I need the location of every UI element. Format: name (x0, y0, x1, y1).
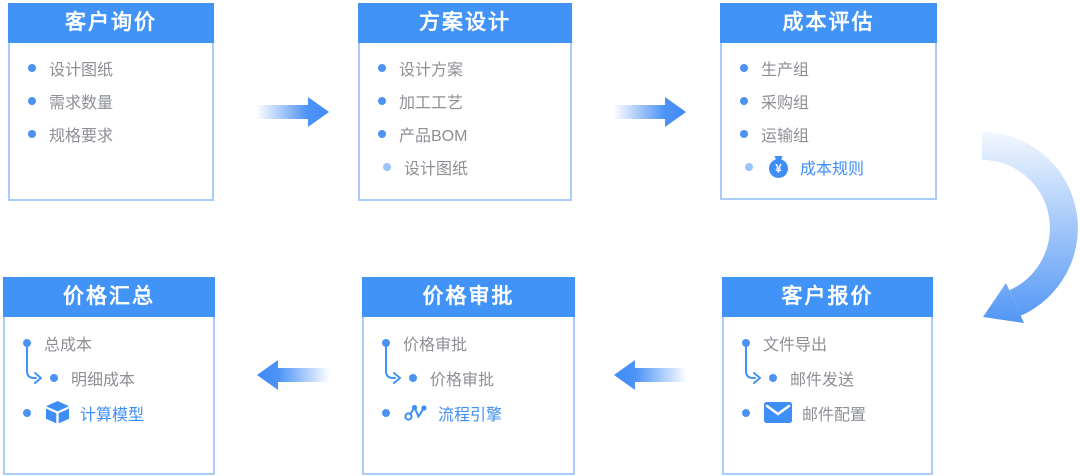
item-label: 采购组 (761, 94, 810, 112)
list-item: 文件导出 (724, 325, 931, 384)
list-item: 产品BOM (360, 117, 570, 150)
list-item: 规格要求 (10, 117, 212, 150)
bullet-icon (28, 63, 36, 72)
list-item: 设计方案 (360, 51, 570, 84)
list-item: 采购组 (722, 84, 935, 117)
bullet-icon (378, 63, 386, 72)
item-label: 流程引擎 (438, 406, 503, 424)
box-title: 客户询价 (8, 3, 214, 43)
box-title: 价格审批 (362, 277, 575, 317)
item-label: 运输组 (761, 127, 810, 145)
flow-box-cost-evaluation: 成本评估 生产组采购组运输组 ¥ 成本规则 (720, 3, 937, 200)
bullet-icon (740, 96, 748, 105)
item-label: 产品BOM (399, 127, 468, 145)
arrow-right-icon (613, 97, 686, 127)
list-item: ¥ 成本规则 (722, 150, 935, 183)
flow-box-solution-design: 方案设计 设计方案加工工艺产品BOM 设计图纸 (358, 3, 572, 201)
bullet-icon (740, 63, 748, 72)
list-item: 运输组 (722, 117, 935, 150)
bullet-icon (383, 162, 391, 171)
flow-box-price-approval: 价格审批 价格审批价格审批流程引擎 (362, 277, 575, 475)
item-label: 生产组 (761, 61, 810, 79)
bullet-icon (378, 96, 386, 105)
item-label: 邮件发送 (790, 371, 855, 389)
bullet-icon (50, 373, 58, 382)
list-item: 价格审批 (364, 325, 573, 384)
workflow-icon (404, 403, 428, 422)
bullet-icon (23, 408, 31, 417)
bullet-icon (28, 129, 36, 138)
item-label: 邮件配置 (802, 406, 867, 424)
bullet-icon (382, 338, 390, 347)
box-title: 价格汇总 (3, 277, 215, 317)
item-label: 总成本 (44, 336, 93, 354)
cube-icon (45, 401, 70, 424)
bullet-icon (382, 408, 390, 417)
item-label: 明细成本 (71, 371, 136, 389)
item-label: 设计图纸 (49, 61, 114, 79)
bullet-icon (769, 373, 777, 382)
bullet-icon (745, 162, 753, 171)
box-body: 设计图纸需求数量规格要求 (10, 43, 212, 150)
item-label: 规格要求 (49, 127, 114, 145)
box-body: 价格审批价格审批流程引擎 (364, 317, 573, 430)
list-item: 邮件发送 (724, 360, 931, 395)
envelope-icon (764, 402, 792, 423)
list-item: 明细成本 (5, 360, 213, 395)
item-label: 成本规则 (800, 160, 865, 178)
bullet-icon (742, 338, 750, 347)
list-item: 设计图纸 (10, 51, 212, 84)
box-body: 文件导出邮件发送邮件配置 (724, 317, 931, 430)
flow-box-customer-inquiry: 客户询价 设计图纸需求数量规格要求 (8, 3, 214, 201)
svg-text:¥: ¥ (775, 164, 782, 176)
flow-box-customer-quote: 客户报价 文件导出邮件发送邮件配置 (722, 277, 933, 475)
list-item: 加工工艺 (360, 84, 570, 117)
curved-arrow-down-icon (981, 132, 1078, 323)
arrow-left-icon (257, 360, 330, 390)
bullet-icon (28, 96, 36, 105)
bullet-icon (23, 338, 31, 347)
item-label: 需求数量 (49, 94, 114, 112)
bullet-icon (378, 129, 386, 138)
item-label: 计算模型 (80, 406, 145, 424)
box-body: 设计方案加工工艺产品BOM 设计图纸 (360, 43, 570, 183)
box-body: 总成本明细成本计算模型 (5, 317, 213, 430)
item-label: 设计方案 (399, 61, 464, 79)
item-label: 加工工艺 (399, 94, 464, 112)
list-item: 价格审批 (364, 360, 573, 395)
money-bag-icon: ¥ (767, 155, 790, 178)
list-item: 流程引擎 (364, 395, 573, 430)
flow-box-price-summary: 价格汇总 总成本明细成本计算模型 (3, 277, 215, 475)
list-item: 设计图纸 (360, 150, 570, 183)
item-label: 文件导出 (763, 336, 828, 354)
list-item: 需求数量 (10, 84, 212, 117)
bullet-icon (740, 129, 748, 138)
item-label: 价格审批 (403, 336, 468, 354)
list-item: 总成本 (5, 325, 213, 384)
box-title: 方案设计 (358, 3, 572, 43)
arrow-right-icon (256, 97, 329, 127)
arrow-left-icon (614, 360, 687, 390)
bullet-icon (409, 373, 417, 382)
box-title: 成本评估 (720, 3, 937, 43)
list-item: 计算模型 (5, 395, 213, 430)
box-title: 客户报价 (722, 277, 933, 317)
box-body: 生产组采购组运输组 ¥ 成本规则 (722, 43, 935, 183)
list-item: 邮件配置 (724, 395, 931, 430)
bullet-icon (742, 408, 750, 417)
item-label: 价格审批 (430, 371, 495, 389)
item-label: 设计图纸 (404, 160, 469, 178)
list-item: 生产组 (722, 51, 935, 84)
